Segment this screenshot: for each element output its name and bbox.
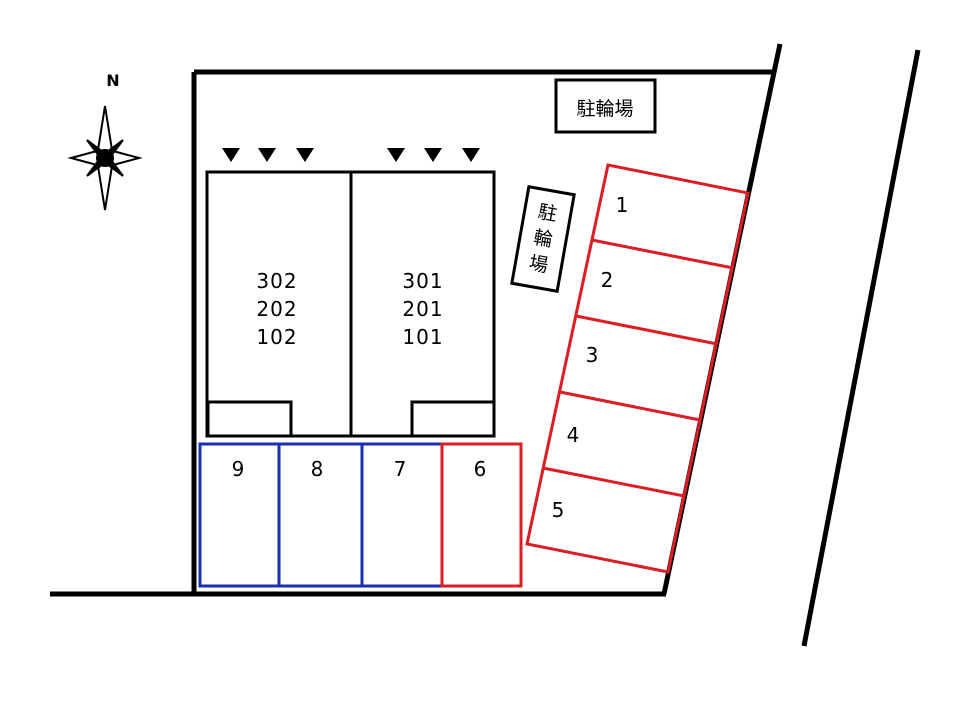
building-west-units: 302 202 102 [256, 269, 297, 349]
parking-block-outline [525, 163, 750, 574]
parking-space-number: 5 [552, 498, 565, 522]
parking-bottom-labels: 9 8 7 6 [232, 457, 487, 481]
bicycle-parking-label: 駐輪場 [576, 98, 633, 120]
parking-divider [591, 238, 734, 270]
parking-divider [542, 466, 685, 498]
unit-number: 202 [256, 297, 297, 321]
unit-number: 301 [402, 269, 443, 293]
bicycle-parking-box [510, 185, 576, 293]
bicycle-parking-top: 駐輪場 [554, 78, 657, 134]
compass: N [67, 71, 143, 211]
bicycle-parking-char: 輪 [532, 227, 555, 252]
entrance-arrow-icon [296, 148, 314, 162]
parking-diagonal-labels: 1 2 3 4 5 [552, 193, 629, 522]
road-edge-line [801, 49, 921, 647]
apartment-building [205, 170, 496, 438]
parking-divider [559, 390, 701, 422]
bicycle-parking-box [554, 78, 657, 134]
north-label: N [106, 71, 119, 90]
entrance-arrow-icon [424, 148, 442, 162]
entrance-arrow-icon [222, 148, 240, 162]
parking-space-number: 7 [394, 457, 407, 481]
unit-number: 101 [402, 325, 443, 349]
unit-number: 201 [402, 297, 443, 321]
unit-number: 102 [256, 325, 297, 349]
parking-space-number: 8 [311, 457, 324, 481]
parking-space-6-outline [440, 442, 523, 588]
entrance-arrow-icon [387, 148, 405, 162]
parking-space-number: 6 [474, 457, 487, 481]
building-east-units: 301 201 101 [402, 269, 443, 349]
parking-space-number: 3 [586, 343, 599, 367]
unit-annex-west [206, 400, 293, 438]
compass-rose-icon [67, 105, 143, 211]
bicycle-parking-char: 場 [527, 252, 550, 277]
parking-divider [575, 314, 718, 346]
bicycle-parking-middle: 駐 輪 場 [510, 185, 576, 293]
parking-space-number: 4 [567, 423, 580, 447]
entrance-markers [222, 148, 480, 162]
bicycle-parking-char: 駐 [536, 201, 559, 226]
entrance-arrow-icon [258, 148, 276, 162]
parking-space-number: 9 [232, 457, 245, 481]
unit-annex-east [410, 400, 496, 438]
unit-number: 302 [256, 269, 297, 293]
entrance-arrow-icon [462, 148, 480, 162]
parking-space-number: 1 [616, 193, 629, 217]
parking-space-number: 2 [601, 268, 614, 292]
parking-diagonal-spaces [525, 163, 750, 574]
